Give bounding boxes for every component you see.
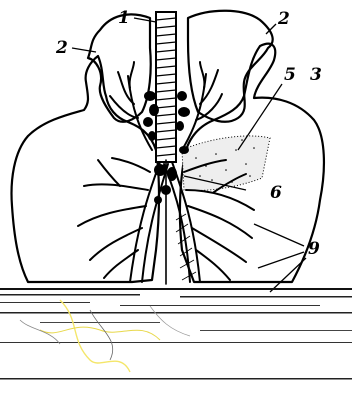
label-trachea: 1 [118,8,130,28]
label-shaded-region: 5 [284,65,296,85]
left-lung-outline [12,56,159,282]
shaded-region [182,136,270,191]
label-lower-lobe: 3 [310,65,322,85]
label-upper-lobe-left: 2 [55,38,68,58]
trachea [156,12,176,162]
scan-noise [0,288,352,380]
label-upper-lobe-right: 2 [277,9,290,29]
label-branches: 9 [308,239,320,259]
label-bronchus: 6 [270,183,282,203]
